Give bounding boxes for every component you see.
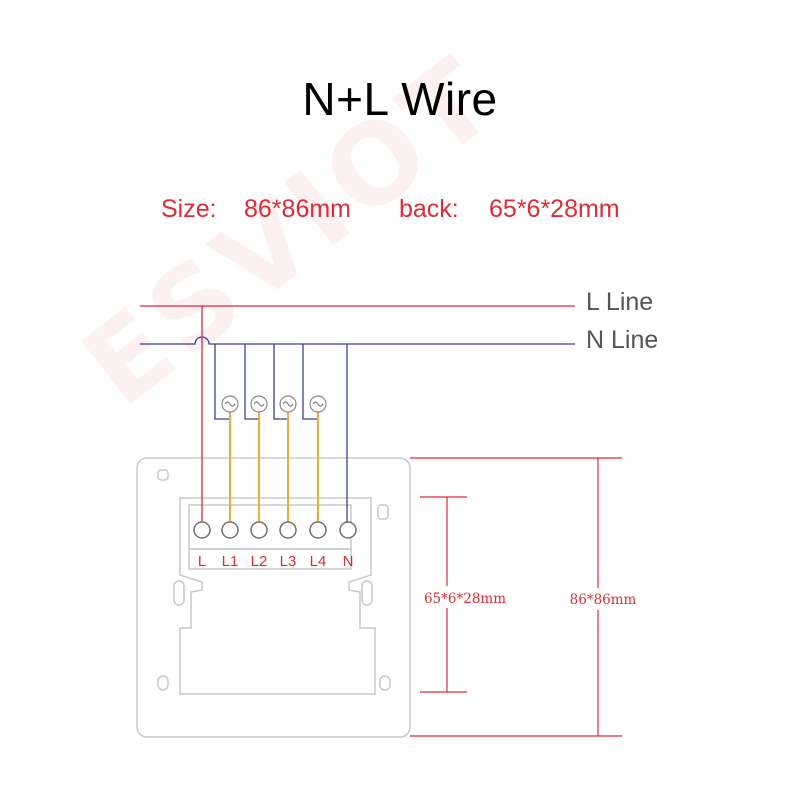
terminal-label-l3: L3 (280, 553, 297, 570)
terminal-label-n: N (343, 553, 354, 570)
panel-mark-right (377, 504, 389, 520)
lamp-feed-wires (214, 344, 348, 528)
lamp-1-icon (221, 395, 239, 413)
panel-screw-slot-right (361, 580, 373, 606)
terminal-l3-screw (279, 521, 297, 539)
switch-panel (136, 457, 411, 738)
panel-inner-plate (179, 497, 376, 695)
size-label: Size: (161, 195, 217, 223)
terminal-label-l4: L4 (310, 553, 327, 570)
terminal-l4-screw (309, 521, 327, 539)
lamps (221, 395, 327, 413)
panel-clip-right (379, 675, 391, 691)
lamp4-feed (302, 344, 318, 420)
lamp1-feed (214, 344, 230, 420)
lamp-2-icon (250, 395, 268, 413)
supply-lines (140, 305, 575, 528)
n-line-label: N Line (586, 326, 659, 354)
terminal-label-l: L (198, 553, 206, 570)
terminal-label-strip (188, 548, 352, 570)
lamp2-feed (244, 344, 258, 420)
lamp-4-icon (309, 395, 327, 413)
page-title: N+L Wire (302, 73, 498, 125)
lamp-3-icon (279, 395, 297, 413)
panel-outer-frame (136, 457, 411, 738)
dimension-labels: 65*6*28mm 86*86mm (413, 586, 642, 610)
terminal-labels: L L1 L2 L3 L4 N (198, 553, 354, 570)
back-label: back: (399, 195, 459, 223)
size-value: 86*86mm (244, 195, 351, 223)
size-info: Size: 86*86mm back: 65*6*28mm (0, 195, 800, 227)
outer-dimension-label: 86*86mm (570, 592, 637, 608)
l-line-label: L Line (586, 288, 654, 316)
panel-mark-left (157, 469, 169, 481)
lamp-output-wires (229, 412, 319, 528)
terminal-label-l2: L2 (251, 553, 268, 570)
panel-clip-left (157, 675, 169, 691)
lamp3-feed (273, 344, 287, 420)
terminal-block (188, 504, 352, 550)
terminal-screws (193, 521, 357, 539)
back-value: 65*6*28mm (489, 195, 620, 223)
panel-screw-slot-left (173, 580, 185, 606)
terminal-l-screw (193, 521, 211, 539)
terminal-n-screw (339, 521, 357, 539)
terminal-l1-screw (221, 521, 239, 539)
inner-dimension-label: 65*6*28mm (424, 591, 506, 607)
terminal-l2-screw (250, 521, 268, 539)
n-line-wire (140, 336, 575, 345)
terminal-label-l1: L1 (222, 553, 239, 570)
